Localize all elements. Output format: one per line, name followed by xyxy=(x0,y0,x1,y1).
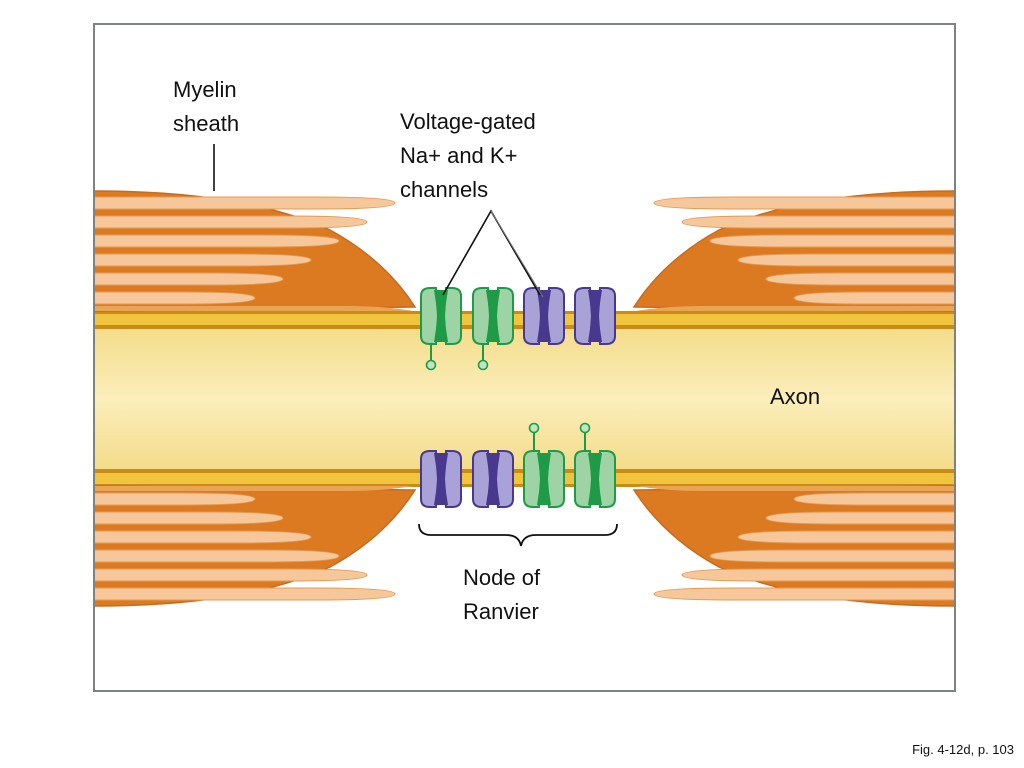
myelin-sheath-bottom-left xyxy=(95,485,417,607)
ion-channels-top xyxy=(420,287,616,371)
axon-label: Axon xyxy=(770,384,821,409)
axon-interior xyxy=(95,328,954,469)
sodium-channel-top-0 xyxy=(420,287,462,371)
figure-caption: Fig. 4-12d, p. 103 xyxy=(912,742,1014,757)
node-brace xyxy=(418,523,618,547)
sodium-channel-bottom-3 xyxy=(574,422,616,508)
potassium-channel-top-3 xyxy=(574,287,616,345)
potassium-channel-bottom-1 xyxy=(472,450,514,508)
sodium-channel-bottom-2 xyxy=(523,422,565,508)
myelin-sheath-top-right xyxy=(632,190,954,312)
node-of-ranvier-diagram xyxy=(95,144,954,607)
potassium-channel-top-2 xyxy=(523,287,565,345)
ion-channels-bottom xyxy=(420,422,616,508)
sodium-channel-top-1 xyxy=(472,287,514,371)
potassium-channel-bottom-0 xyxy=(420,450,462,508)
myelin-sheath-top-left xyxy=(95,190,417,312)
channels-pointer-line xyxy=(442,209,541,296)
myelin-sheath-bottom-right xyxy=(632,485,954,607)
